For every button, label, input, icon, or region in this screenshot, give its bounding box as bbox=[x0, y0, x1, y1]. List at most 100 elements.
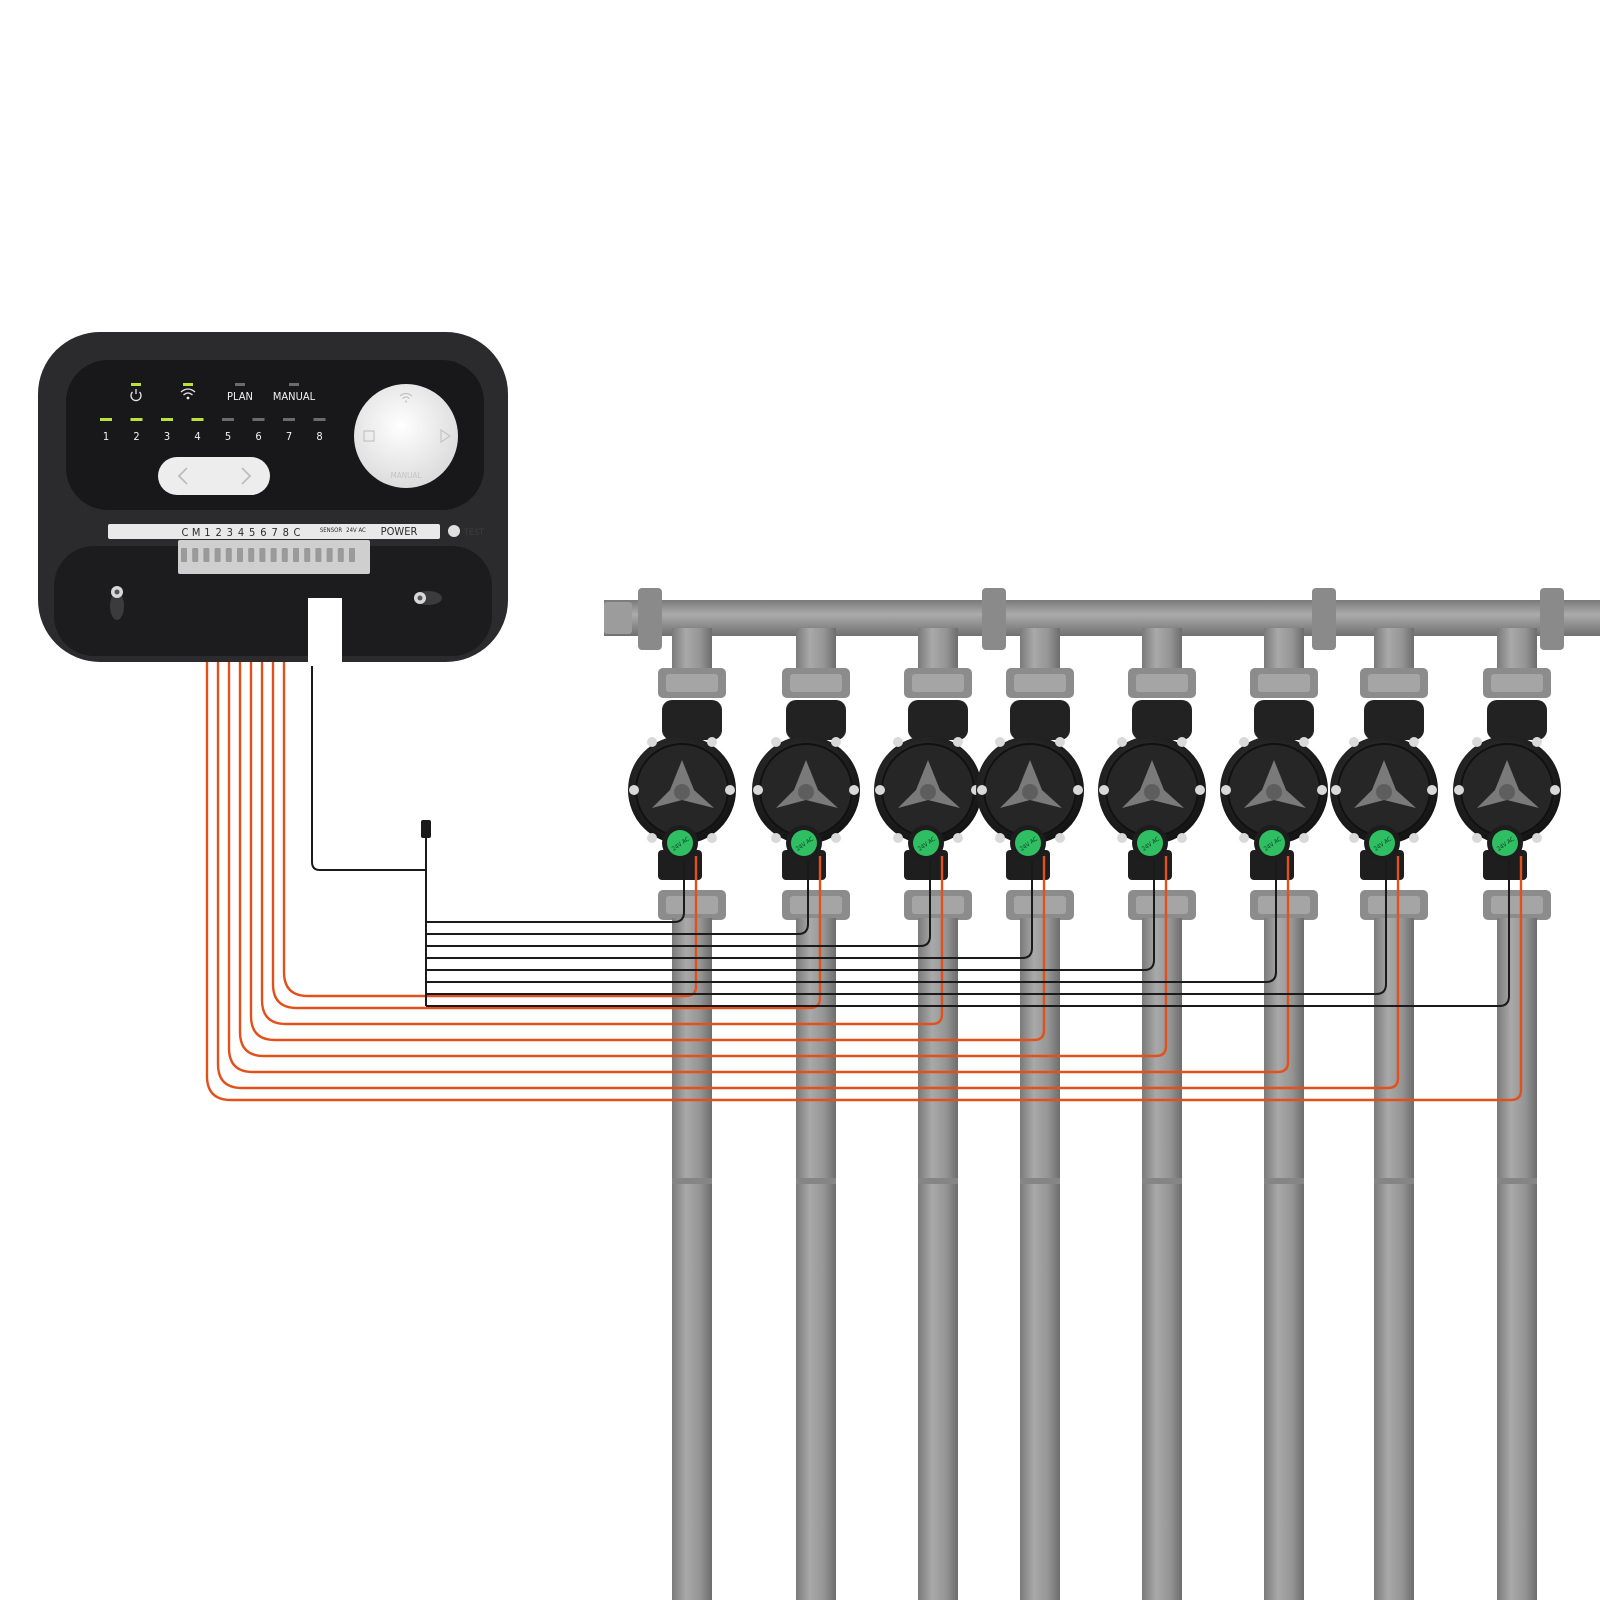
stop-icon[interactable] bbox=[363, 430, 375, 442]
flow-control-handle[interactable] bbox=[1000, 760, 1062, 808]
solenoid-cap bbox=[667, 830, 693, 856]
terminal-screw bbox=[214, 548, 221, 562]
bonnet-bolt bbox=[1409, 833, 1419, 843]
union-nut-face bbox=[1258, 674, 1310, 692]
flow-control-handle[interactable] bbox=[1244, 760, 1306, 808]
solenoid-cap bbox=[791, 830, 817, 856]
nav-button[interactable] bbox=[158, 457, 270, 495]
header-pipe bbox=[604, 600, 1600, 636]
common-wire-2 bbox=[426, 860, 809, 935]
solenoid-base bbox=[782, 850, 826, 880]
outlet-pipe bbox=[1497, 918, 1537, 1600]
bonnet-bolt bbox=[1550, 785, 1560, 795]
voltage-label: 24V AC bbox=[346, 527, 366, 534]
union-nut-face bbox=[1368, 674, 1420, 692]
bonnet-bolt bbox=[1299, 833, 1309, 843]
union-nut-face bbox=[1014, 674, 1066, 692]
zone-led-1 bbox=[100, 418, 112, 421]
terminal-label: 5 bbox=[249, 526, 255, 539]
bonnet-bolt bbox=[707, 833, 717, 843]
bonnet-bolt bbox=[1099, 785, 1109, 795]
bonnet-bolt bbox=[771, 737, 781, 747]
bonnet-bolt bbox=[1117, 737, 1127, 747]
flow-control-handle[interactable] bbox=[1354, 760, 1416, 808]
zone-led-2 bbox=[130, 418, 143, 421]
terminal-label: 6 bbox=[260, 526, 266, 539]
zone-led-4 bbox=[191, 418, 204, 421]
solenoid-cap bbox=[913, 830, 939, 856]
sensor-label: SENSOR bbox=[320, 527, 343, 534]
valve-assembly-7: 24V AC bbox=[1330, 628, 1438, 1600]
pipe-joint bbox=[1264, 1178, 1304, 1184]
wifi-icon bbox=[180, 388, 196, 400]
union-nut-face bbox=[1368, 896, 1420, 914]
test-label: TEST bbox=[463, 528, 484, 538]
manual-led bbox=[289, 383, 299, 386]
bonnet-bolt bbox=[647, 833, 657, 843]
handle-hub bbox=[1266, 784, 1282, 800]
plan-label[interactable]: PLAN bbox=[227, 390, 253, 403]
terminal-label: C bbox=[182, 526, 189, 539]
terminal-screw bbox=[337, 548, 344, 562]
common-wire-8 bbox=[426, 860, 1510, 1007]
bonnet-bolt bbox=[1055, 737, 1065, 747]
bonnet-bolt bbox=[1177, 833, 1187, 843]
zone-number-7: 7 bbox=[286, 430, 292, 443]
terminal-screw bbox=[281, 548, 288, 562]
terminal-screw bbox=[326, 548, 333, 562]
flow-control-handle[interactable] bbox=[1477, 760, 1539, 808]
terminal-screw bbox=[270, 548, 277, 562]
zone-wire-3 bbox=[227, 556, 1290, 1074]
solenoid-cap bbox=[1369, 830, 1395, 856]
outlet-pipe bbox=[918, 918, 958, 1600]
bonnet-bolt bbox=[1349, 833, 1359, 843]
bonnet-bolt bbox=[995, 737, 1005, 747]
terminal-label: 7 bbox=[271, 526, 277, 539]
plan-led bbox=[235, 383, 245, 386]
power-led bbox=[131, 383, 141, 386]
outlet-pipe bbox=[796, 918, 836, 1600]
terminal-screw bbox=[225, 548, 232, 562]
screw-icon bbox=[414, 591, 442, 605]
flow-control-handle[interactable] bbox=[1122, 760, 1184, 808]
wifi-led bbox=[183, 383, 193, 386]
handle-hub bbox=[1376, 784, 1392, 800]
chevron-left-icon[interactable] bbox=[177, 467, 188, 485]
play-icon[interactable] bbox=[440, 428, 452, 444]
bonnet-bolt bbox=[1472, 737, 1482, 747]
manual-label[interactable]: MANUAL bbox=[273, 390, 316, 403]
bonnet-bolt bbox=[1472, 833, 1482, 843]
terminal-screw bbox=[192, 548, 199, 562]
bonnet-bolt bbox=[1239, 833, 1249, 843]
solenoid-base bbox=[1483, 850, 1527, 880]
zone-number-3: 3 bbox=[164, 430, 170, 443]
test-button[interactable] bbox=[448, 525, 460, 537]
flow-control-handle[interactable] bbox=[776, 760, 838, 808]
solenoid-base bbox=[1128, 850, 1172, 880]
flow-control-handle[interactable] bbox=[652, 760, 714, 808]
outlet-pipe bbox=[1142, 918, 1182, 1600]
flow-control-handle[interactable] bbox=[898, 760, 960, 808]
outlet-pipe bbox=[672, 918, 712, 1600]
bonnet-bolt bbox=[1349, 737, 1359, 747]
bonnet-bolt bbox=[1221, 785, 1231, 795]
terminal-cover-area bbox=[54, 546, 492, 656]
chevron-right-icon[interactable] bbox=[241, 467, 252, 485]
terminal-label: 8 bbox=[283, 526, 289, 539]
solenoid-cap bbox=[1259, 830, 1285, 856]
zone-wire-1 bbox=[205, 556, 1523, 1102]
bonnet-bolt bbox=[725, 785, 735, 795]
manual-knob[interactable] bbox=[354, 384, 458, 488]
handle-hub bbox=[1022, 784, 1038, 800]
bonnet-bolt bbox=[647, 737, 657, 747]
zone-number-8: 8 bbox=[316, 430, 322, 443]
union-nut-face bbox=[1136, 674, 1188, 692]
wifi-icon bbox=[399, 392, 413, 403]
bonnet-bolt bbox=[771, 833, 781, 843]
terminal-screw bbox=[304, 548, 311, 562]
zone-led-7 bbox=[283, 418, 295, 421]
bonnet-bolt bbox=[1409, 737, 1419, 747]
handle-hub bbox=[1144, 784, 1160, 800]
bonnet-bolt bbox=[629, 785, 639, 795]
valve-assembly-1: 24V AC bbox=[628, 628, 736, 1600]
